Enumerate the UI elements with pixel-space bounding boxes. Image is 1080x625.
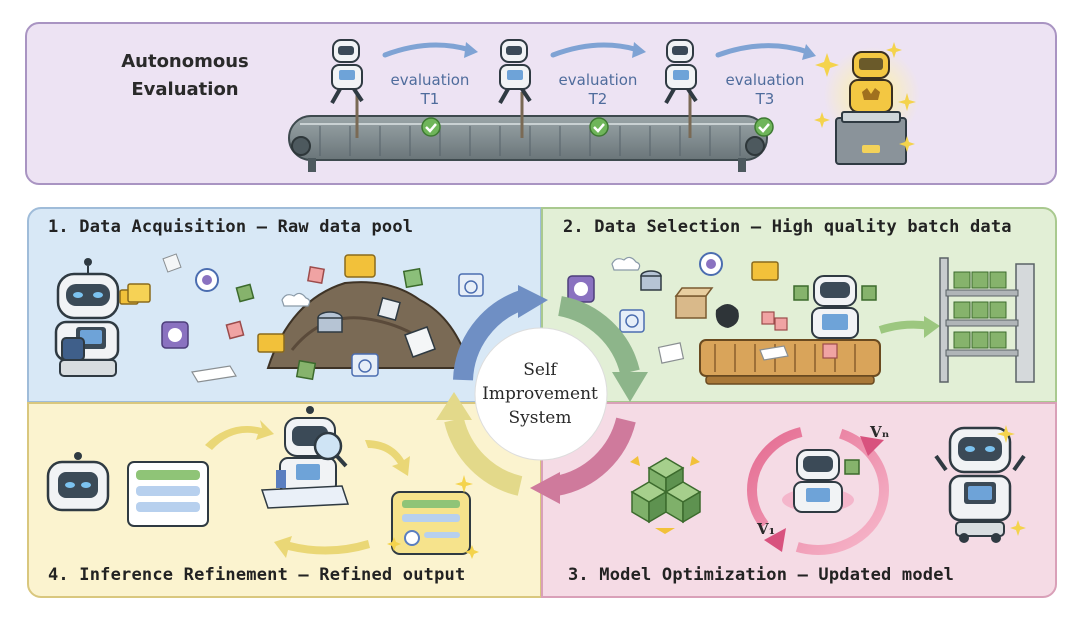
chat-output-card-icon bbox=[127, 461, 209, 527]
evaluation-step-3: evaluation T3 bbox=[715, 71, 815, 109]
autonomous-evaluation-title: Autonomous Evaluation bbox=[92, 48, 278, 104]
step-sub: T3 bbox=[755, 90, 775, 108]
cycle-arrows bbox=[436, 285, 648, 504]
step-label: evaluation bbox=[725, 71, 805, 89]
running-robot-icon bbox=[664, 39, 698, 104]
running-robot-icon bbox=[330, 39, 364, 104]
step-label: evaluation bbox=[558, 71, 638, 89]
sparkle-icons-3 bbox=[997, 425, 1026, 536]
cube-stack-icon bbox=[630, 456, 702, 534]
title-line-2: Evaluation bbox=[131, 79, 239, 100]
refinement-cycle-arrows bbox=[205, 420, 410, 558]
selector-robot-icon bbox=[793, 275, 877, 339]
step-label: evaluation bbox=[390, 71, 470, 89]
floating-data-icons-2 bbox=[567, 252, 788, 364]
step-sub: T2 bbox=[588, 90, 608, 108]
center-hub bbox=[474, 327, 608, 461]
model-optimization-title: 3. Model Optimization — Updated model bbox=[568, 565, 955, 585]
version-vn-label: Vₙ bbox=[869, 423, 890, 441]
evaluation-step-1: evaluation T1 bbox=[380, 71, 480, 109]
check-icon bbox=[421, 117, 441, 137]
arrow-heads bbox=[464, 42, 816, 60]
data-collector-robot-icon bbox=[54, 258, 151, 377]
self-improvement-label: Self Improvement System bbox=[470, 358, 610, 430]
small-robot-icon bbox=[46, 452, 110, 512]
selector-conveyor bbox=[699, 339, 881, 385]
storage-shelf-icon bbox=[939, 257, 1035, 383]
check-icon bbox=[754, 117, 774, 137]
data-acquisition-title: 1. Data Acquisition — Raw data pool bbox=[48, 217, 414, 237]
gold-robot-trophy-icon bbox=[824, 47, 920, 165]
title-line-1: Autonomous bbox=[121, 51, 249, 72]
sparkle-icons-2 bbox=[387, 475, 479, 559]
updated-robot-icon bbox=[934, 426, 1026, 543]
data-pile-icon bbox=[266, 281, 472, 369]
center-line-1: Self bbox=[523, 360, 557, 380]
thinking-robot-icon bbox=[260, 406, 350, 509]
data-selection-title: 2. Data Selection — High quality batch d… bbox=[563, 217, 1012, 237]
refined-output-card-icon bbox=[391, 491, 471, 555]
center-line-2: Improvement bbox=[482, 384, 598, 404]
check-icon bbox=[589, 117, 609, 137]
sparkle-icons bbox=[814, 42, 916, 152]
step-sub: T1 bbox=[420, 90, 440, 108]
conveyor-belt bbox=[288, 115, 768, 172]
evaluation-step-2: evaluation T2 bbox=[548, 71, 648, 109]
hurdles bbox=[355, 92, 692, 138]
optimization-swirl-icon bbox=[747, 425, 889, 555]
inference-refinement-title: 4. Inference Refinement — Refined output bbox=[48, 565, 466, 585]
to-shelf-arrow bbox=[878, 320, 931, 334]
running-robot-icon bbox=[498, 39, 532, 104]
arrow-head bbox=[924, 316, 940, 338]
center-line-3: System bbox=[508, 408, 572, 428]
floating-data-icons bbox=[161, 253, 484, 383]
version-v1-label: V₁ bbox=[756, 520, 775, 538]
check-icons bbox=[421, 117, 774, 137]
progress-arrows bbox=[382, 42, 811, 58]
